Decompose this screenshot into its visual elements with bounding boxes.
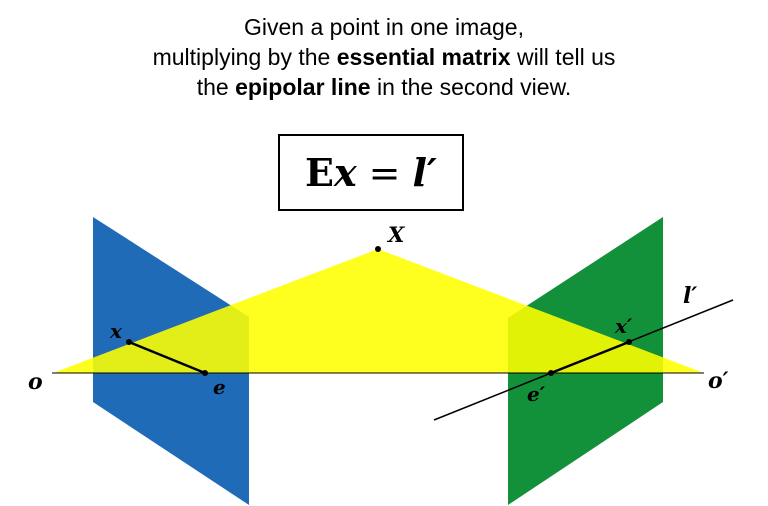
essential-matrix-term: essential matrix [336,44,511,70]
caption-line-1: Given a point in one image, [243,14,524,40]
right-epipole-dot [548,370,554,376]
right-center-label: o′ [708,368,729,394]
left-image-point-label: x [109,319,123,343]
equation-rhs: l′ [412,150,437,195]
epipolar-plane [53,249,704,373]
epipolar-line-label: l′ [683,283,697,309]
caption: Given a point in one image, multiplying … [0,12,768,102]
equation-matrix: E [305,150,334,195]
right-epipole-label: e′ [527,382,546,406]
equation-vector: x [334,150,357,195]
caption-line-2: multiplying by the essential matrix will… [0,42,768,72]
left-image-point-dot [126,339,132,345]
left-epipole-label: e [213,375,226,399]
caption-line-3-before: the [196,74,236,100]
left-epipolar-segment [128,340,206,375]
world-point-dot [375,246,381,252]
left-epipole-dot [202,370,208,376]
equation-equals: = [368,150,401,195]
left-center-label: o [28,369,43,395]
right-image-point-label: x′ [614,314,633,338]
epipolar-line-term: epipolar line [235,74,371,100]
caption-line-2-before: multiplying by the [152,44,337,70]
right-image-point-dot [626,339,632,345]
world-point-label: X [386,222,405,247]
caption-line-3-after: in the second view. [370,74,572,100]
caption-line-2-after: will tell us [510,44,616,70]
right-epipolar-segment [550,340,630,375]
caption-line-3: the epipolar line in the second view. [0,72,768,102]
